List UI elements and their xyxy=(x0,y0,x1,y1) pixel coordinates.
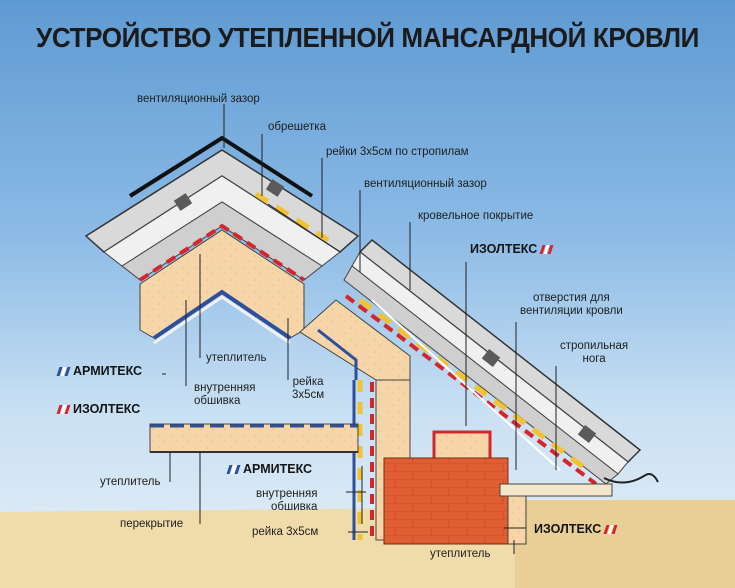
label-batten-mid-line2: 3x5см xyxy=(292,389,325,401)
armitex-brand-mark-icon xyxy=(56,366,71,376)
izoltex-brand-mark-icon xyxy=(56,404,71,414)
label-inner-lining-low: внутренняя обшивка xyxy=(256,488,317,514)
label-inner-lining: внутренняя обшивка xyxy=(194,382,255,408)
label-inner-lining-line2: обшивка xyxy=(194,395,241,407)
brand-izoltex-left: ИЗОЛТЕКС xyxy=(56,402,141,416)
label-lathing: обрешетка xyxy=(268,121,326,133)
label-vent-holes-line1: отверстия для xyxy=(533,292,610,304)
label-floor-slab: перекрытие xyxy=(120,518,184,530)
label-vent-holes: отверстия для вентиляции кровли xyxy=(520,292,623,318)
dormer-roof-left xyxy=(84,135,360,345)
brand-armitex-left: АРМИТЕКС xyxy=(56,364,143,378)
label-inner-lining-low-line1: внутренняя xyxy=(256,488,318,500)
label-batten-mid-line1: рейка xyxy=(292,376,324,388)
leader-lines xyxy=(162,104,557,554)
eave-insulation-block xyxy=(432,430,492,462)
armitex-brand-mark-icon xyxy=(226,464,241,474)
brand-armitex-mid-text: АРМИТЕКС xyxy=(243,462,313,476)
label-vent-gap-top: вентиляционный зазор xyxy=(137,93,260,105)
wall-insulation-low xyxy=(507,495,527,545)
main-roof-right xyxy=(343,238,659,486)
ground-shade xyxy=(515,500,735,588)
eave-board xyxy=(499,483,613,497)
label-rafter-line1: стропильная xyxy=(560,340,629,352)
brand-izoltex-top-text: ИЗОЛТЕКС xyxy=(470,242,538,256)
label-rafter: стропильная нога xyxy=(560,340,628,366)
floor-slab xyxy=(149,423,359,453)
label-inner-lining-low-line2: обшивка xyxy=(271,501,318,513)
brick-wall xyxy=(383,457,509,545)
label-insulation-bottom: утеплитель xyxy=(430,548,491,560)
izoltex-brand-mark-icon xyxy=(603,524,618,534)
brand-armitex-mid: АРМИТЕКС xyxy=(226,462,313,476)
label-insulation-floor: утеплитель xyxy=(100,476,161,488)
label-battens-rafters: рейки 3x5см по стропилам xyxy=(326,146,469,158)
label-vent-gap-mid: вентиляционный зазор xyxy=(364,178,487,190)
label-roof-covering: кровельное покрытие xyxy=(418,210,534,222)
brand-izoltex-bottom-text: ИЗОЛТЕКС xyxy=(534,522,602,536)
label-rafter-line2: нога xyxy=(582,353,606,365)
brand-izoltex-top: ИЗОЛТЕКС xyxy=(470,242,554,256)
label-inner-lining-line1: внутренняя xyxy=(194,382,256,394)
page-title: УСТРОЙСТВО УТЕПЛЕННОЙ МАНСАРДНОЙ КРОВЛИ xyxy=(35,22,699,53)
izoltex-brand-mark-icon xyxy=(539,244,554,254)
label-vent-holes-line2: вентиляции кровли xyxy=(520,305,623,317)
brand-izoltex-left-text: ИЗОЛТЕКС xyxy=(73,402,141,416)
label-insulation-attic: утеплитель xyxy=(206,352,267,364)
label-batten-low: рейка 3x5см xyxy=(252,526,319,538)
brand-armitex-left-text: АРМИТЕКС xyxy=(73,364,143,378)
label-batten-mid: рейка 3x5см xyxy=(292,376,324,402)
brand-izoltex-bottom: ИЗОЛТЕКС xyxy=(534,522,618,536)
